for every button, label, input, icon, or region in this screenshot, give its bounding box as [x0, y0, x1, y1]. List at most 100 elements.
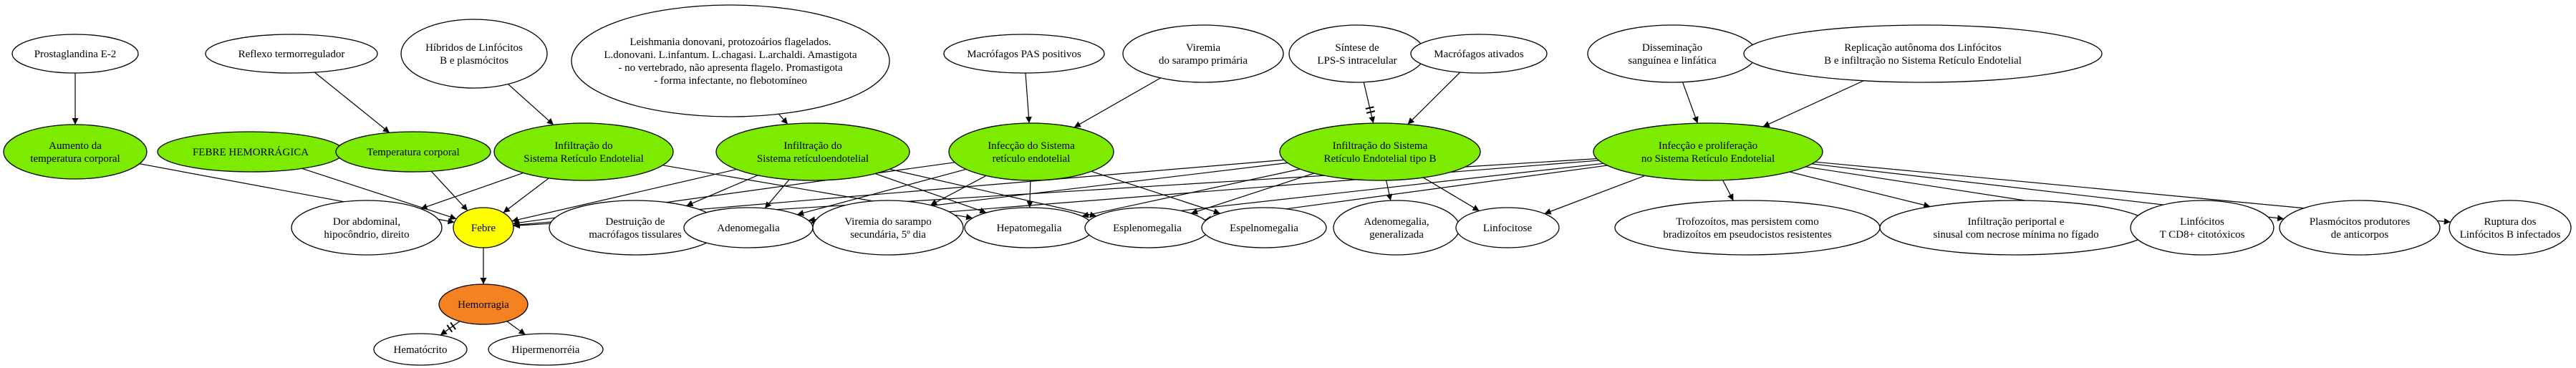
node-shape	[948, 122, 1114, 181]
node-label: Trofozoítos, mas persistem como	[1676, 216, 1818, 228]
node-label: Viremia	[1186, 42, 1221, 54]
node-label: Viremia do sarampo	[844, 216, 932, 228]
node-shape	[335, 131, 491, 173]
node-shape	[1201, 207, 1327, 248]
node-shape	[205, 34, 378, 74]
edge-infeccao-reticulo-to-adenomegalia	[796, 168, 967, 216]
edge-leishmania-to-infiltracao-reticulo	[778, 113, 788, 125]
node-label: - no vertebrado, não apresenta flagelo. …	[618, 62, 843, 74]
node-linfocitose: Linfocitose	[1455, 207, 1560, 248]
node-shape	[1879, 200, 2153, 256]
node-label: Ruptura dos	[2484, 216, 2537, 228]
node-temperatura-corporal: Temperatura corporal	[335, 131, 491, 173]
node-shape	[438, 284, 529, 325]
node-label: Infecção e proliferação	[1659, 140, 1757, 152]
node-label: Disseminação	[1642, 42, 1702, 54]
edge-infiltracao-reticulo-to-adenomegalia	[764, 179, 790, 209]
node-adenomegalia-gen: Adenomegalia,generalizada	[1333, 200, 1460, 256]
edge-infiltracao-tipo-b-to-adenomegalia-gen	[1386, 180, 1393, 201]
edge-infeccao-proliferacao-to-trofozoitos	[1722, 180, 1734, 201]
node-label: secundária, 5º dia	[850, 229, 926, 241]
edge-infeccao-proliferacao-to-linfocitose	[1544, 175, 1646, 215]
node-shape	[812, 200, 964, 256]
node-label: temperatura corporal	[30, 153, 120, 165]
node-shape	[715, 122, 910, 181]
node-hipermenorreia: Hipermenorréia	[488, 333, 604, 366]
node-dor-abdominal: Dor abdominal,hipocôndrio, direito	[291, 200, 443, 256]
edge-infiltracao-reticulo-to-hepatomegalia	[874, 173, 987, 214]
node-espelnomegalia: Espelnomegalia	[1201, 207, 1327, 248]
node-label: Macrófagos PAS positivos	[967, 49, 1081, 60]
node-shape	[1587, 24, 1757, 83]
node-label: Plasmócitos produtores	[2310, 216, 2411, 228]
edge-hibridos-to-infiltracao-sre	[508, 84, 554, 125]
node-label: do sarampo primária	[1159, 55, 1248, 67]
node-esplenomegalia: Esplenomegalia	[1084, 207, 1210, 248]
node-label: B e infiltração no Sistema Retículo Endo…	[1824, 55, 2022, 67]
node-shape	[1455, 207, 1560, 248]
node-shape	[1593, 122, 1823, 181]
node-label: LPS-S intracelular	[1317, 55, 1396, 67]
node-label: Sistema retículoendotelial	[757, 153, 869, 165]
node-label: Síntese de	[1335, 42, 1379, 54]
edge-macrofagos-ativados-to-infiltracao-tipo-b	[1407, 72, 1461, 125]
node-label: no Sistema Retículo Endotelial	[1641, 153, 1775, 165]
node-shape	[1333, 200, 1460, 256]
node-shape	[1614, 200, 1881, 256]
node-label: Infiltração periportal e	[1968, 216, 2065, 228]
node-label: Febre	[471, 223, 496, 234]
edge-infiltracao-reticulo-to-destruicao	[686, 175, 758, 207]
node-label: sinusal com necrose mínima no fígado	[1933, 229, 2098, 241]
node-label: Infecção do Sistema	[988, 140, 1075, 152]
node-label: Prostaglandina E-2	[34, 49, 117, 60]
node-label: Destruição de	[606, 216, 665, 228]
node-febre-hemorragica: FEBRE HEMORRÁGICA	[157, 131, 344, 173]
node-label: FEBRE HEMORRÁGICA	[193, 146, 309, 158]
node-label: macrófagos tissulares	[589, 229, 682, 241]
node-shape	[453, 207, 514, 248]
edge-infeccao-reticulo-to-espelnomegalia	[1091, 170, 1221, 215]
node-label: Adenomegalia	[717, 223, 780, 234]
node-label: Reflexo termorregulador	[238, 49, 345, 60]
node-label: Hipermenorréia	[512, 344, 580, 356]
tee-marker	[1366, 110, 1376, 114]
node-prostaglandina: Prostaglandina E-2	[11, 34, 139, 74]
node-label: Retículo Endotelial tipo B	[1323, 153, 1436, 165]
node-label: Hematócrito	[394, 344, 448, 356]
node-shape	[291, 200, 443, 256]
node-reflexo: Reflexo termorregulador	[205, 34, 378, 74]
node-label: Dor abdominal,	[333, 216, 400, 228]
node-shape	[1288, 24, 1426, 83]
node-shape	[2449, 200, 2572, 256]
node-label: T CD8+ citotóxicos	[2159, 229, 2244, 241]
node-label: Leishmania donovani, protozoários flagel…	[629, 37, 831, 48]
node-label: Espelnomegalia	[1230, 223, 1298, 234]
tee-marker	[446, 324, 453, 333]
node-shape	[488, 333, 604, 366]
node-label: Linfócitos B infectados	[2460, 229, 2561, 241]
edge-sintese-lps-to-infiltracao-tipo-b	[1363, 82, 1376, 124]
edge-infiltracao-tipo-b-to-esplenomegalia	[1190, 173, 1314, 215]
node-shape	[571, 4, 890, 117]
node-shape	[1743, 24, 2103, 83]
node-shape	[11, 34, 139, 74]
node-label: de anticorpos	[2331, 229, 2389, 241]
edge-hemorragia-to-hipermenorreia	[506, 321, 526, 335]
node-hepatomegalia: Hepatomegalia	[964, 207, 1094, 248]
node-shape	[943, 34, 1105, 74]
node-label: Adenomegalia,	[1364, 216, 1429, 228]
node-label: Temperatura corporal	[367, 147, 459, 158]
node-label: Replicação autônoma dos Linfócitos	[1844, 42, 2002, 54]
node-label: Esplenomegalia	[1113, 223, 1182, 234]
node-label: bradizoítos em pseudocistos resistentes	[1663, 229, 1832, 241]
